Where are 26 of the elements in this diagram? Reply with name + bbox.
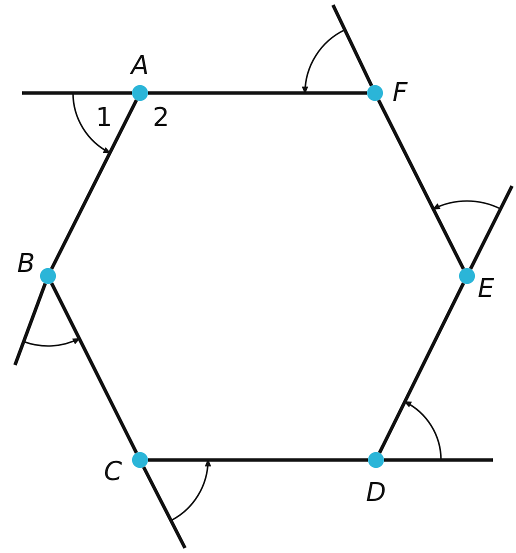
vertex-point <box>132 85 148 101</box>
line-segment <box>50 99 138 270</box>
vertex-point <box>459 268 475 284</box>
vertex-label: B <box>17 251 35 277</box>
line-segment <box>13 282 47 366</box>
angle-number: 2 <box>152 105 170 131</box>
line-segment <box>331 4 374 87</box>
line-segment <box>384 458 493 462</box>
line-segment <box>469 185 514 270</box>
vertex-label: F <box>392 80 408 106</box>
vertex-label: D <box>366 480 386 506</box>
vertex-point <box>367 85 383 101</box>
line-segment <box>377 99 465 270</box>
line-segment <box>378 282 466 454</box>
vertex-point <box>40 268 56 284</box>
line-segment <box>142 466 187 549</box>
vertex-label: A <box>131 53 149 79</box>
vertex-point <box>368 452 384 468</box>
vertex-label: C <box>104 459 122 485</box>
line-segment <box>148 458 368 462</box>
line-segment <box>50 282 138 454</box>
vertex-label: E <box>478 276 494 302</box>
line-segment <box>148 91 367 95</box>
angle-number: 1 <box>96 105 112 131</box>
vertex-point <box>132 452 148 468</box>
line-segment <box>22 91 132 95</box>
